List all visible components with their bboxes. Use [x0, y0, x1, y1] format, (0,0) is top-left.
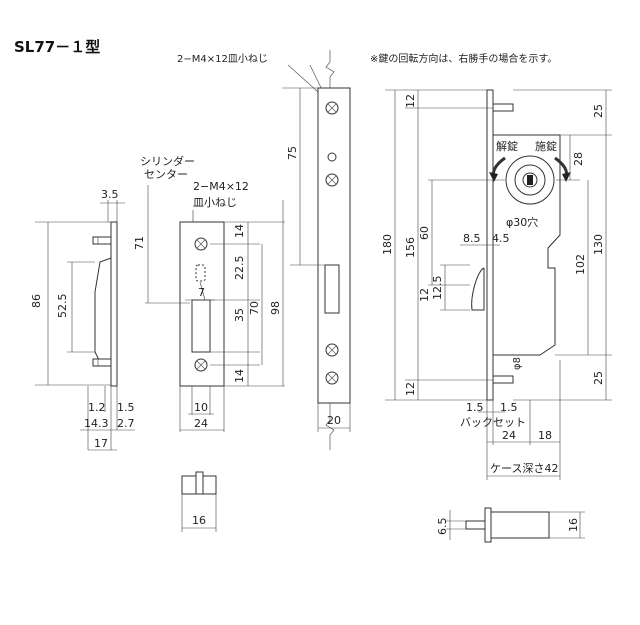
- dim-16-body: 16: [567, 518, 580, 532]
- strike-opening: [191, 299, 211, 353]
- bottom-view-pin: [465, 520, 486, 530]
- side-pin-bottom: [92, 358, 112, 367]
- dim-35: 35: [233, 308, 246, 322]
- dim-16-strike: 16: [192, 514, 206, 527]
- faceplate-latch-slot: [324, 264, 340, 314]
- dim-14-3: 14.3: [84, 417, 109, 430]
- body-pin-bottom: [492, 375, 514, 384]
- dim-10: 10: [194, 401, 208, 414]
- phi8-label: φ8: [512, 357, 523, 370]
- dim-156: 156: [404, 237, 417, 258]
- side-pin-top: [92, 236, 112, 245]
- dim-24: 24: [194, 417, 208, 430]
- bottom-view-plate: [484, 507, 492, 543]
- dim-3-5: 3.5: [101, 188, 119, 201]
- dim-60: 60: [418, 226, 431, 240]
- dim-6-5: 6.5: [436, 518, 449, 536]
- dim-180: 180: [381, 234, 394, 255]
- dim-2-7: 2.7: [117, 417, 135, 430]
- strike-plate-view: シリンダー センター 2−M4×12 皿小ねじ 71 14 22.5 35 70…: [133, 154, 285, 532]
- body-case: [493, 134, 561, 356]
- dim-17: 17: [94, 437, 108, 450]
- side-body: [94, 257, 112, 365]
- dim-28: 28: [572, 152, 585, 166]
- dim-12-top: 12: [404, 94, 417, 108]
- dim-86: 86: [30, 294, 43, 308]
- dim-75: 75: [286, 146, 299, 160]
- cylinder-label-2: センター: [144, 168, 188, 181]
- side-faceplate: [110, 221, 118, 387]
- lock-arrow-icon: [562, 172, 571, 182]
- dim-70: 70: [248, 301, 261, 315]
- faceplate-view: 2−M4×12皿小ねじ 75 20: [177, 50, 351, 450]
- strike-box-tab: [195, 471, 204, 495]
- faceplate-hole-1: [327, 152, 337, 162]
- backset-label: バックセット: [460, 416, 526, 429]
- dim-71: 71: [133, 236, 146, 250]
- dim-52-5: 52.5: [56, 294, 69, 319]
- side-view: 3.5 86 52.5 1.2 1.5 14.3 2.7 17: [30, 188, 135, 451]
- cylinder-label-1: シリンダー: [140, 154, 195, 168]
- dim-1-2: 1.2: [88, 401, 106, 414]
- dim-12-5: 12.5: [431, 276, 444, 301]
- bottom-view-case: [490, 511, 550, 539]
- top-screw-label: 2−M4×12皿小ねじ: [177, 53, 268, 65]
- dim-130: 130: [592, 234, 605, 255]
- dim-22-5: 22.5: [233, 256, 246, 281]
- dim-20: 20: [327, 414, 341, 427]
- hole-label: φ30穴: [506, 215, 538, 229]
- dim-1-5: 1.5: [117, 401, 135, 414]
- unlock-label: 解錠: [496, 139, 518, 153]
- dim-102: 102: [574, 254, 587, 275]
- dim-12-bottom: 12: [404, 382, 417, 396]
- dim-14-bottom: 14: [233, 369, 246, 383]
- drawing-title: SL77－１型: [14, 38, 100, 56]
- dim-12-mid: 12: [418, 288, 431, 302]
- dim-1-5-right: 1.5: [500, 401, 518, 414]
- body-pin-top: [492, 103, 514, 112]
- lock-label: 施錠: [535, 139, 557, 153]
- cylinder-keyway: [527, 175, 533, 185]
- rotation-note: ※鍵の回転方向は、右勝手の場合を示す。: [370, 52, 557, 65]
- latch-bolt: [471, 267, 485, 311]
- lock-body-view: ※鍵の回転方向は、右勝手の場合を示す。 解錠 施錠 φ30穴 φ8 180 12…: [370, 52, 612, 543]
- strike-screw-label-1: 2−M4×12: [193, 180, 249, 193]
- unlock-arrow-icon: [489, 172, 498, 182]
- dim-18: 18: [538, 429, 552, 442]
- case-depth-label: ケース深さ42: [490, 462, 558, 475]
- strike-slot-small: [195, 264, 206, 282]
- dim-8-5: 8.5: [463, 232, 481, 245]
- dim-4-5: 4.5: [492, 232, 510, 245]
- dim-25-top: 25: [592, 104, 605, 118]
- dim-7: 7: [198, 286, 205, 299]
- strike-screw-label-2: 皿小ねじ: [193, 196, 237, 209]
- dim-24-body: 24: [502, 429, 516, 442]
- dim-1-5-left: 1.5: [466, 401, 484, 414]
- dim-14-top: 14: [233, 224, 246, 238]
- dim-98: 98: [269, 301, 282, 315]
- dim-25-bottom: 25: [592, 371, 605, 385]
